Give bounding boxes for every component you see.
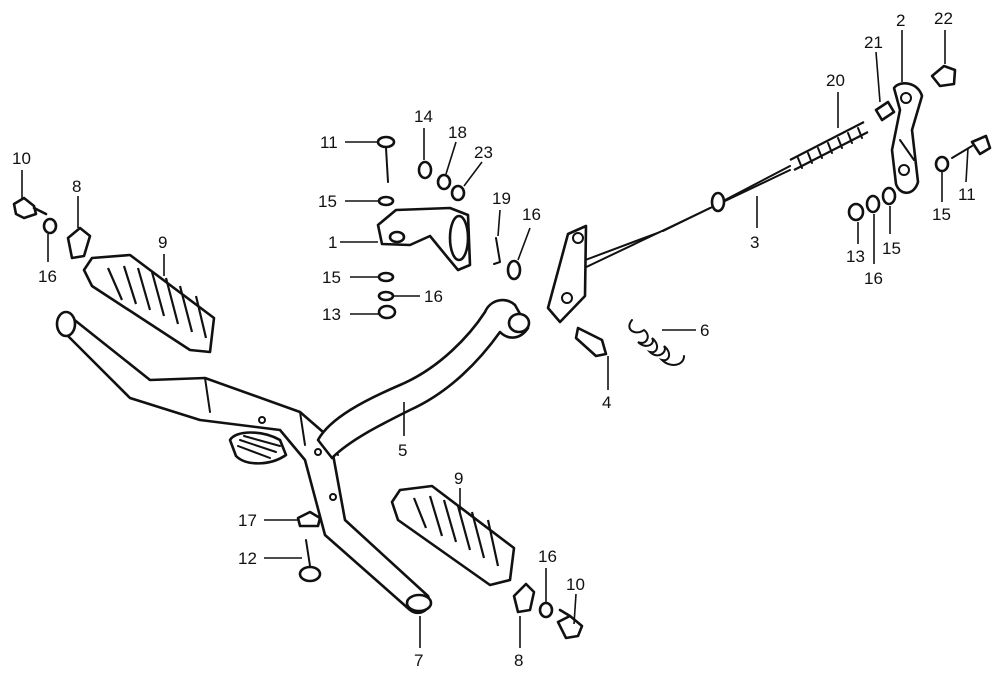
nut-13-center: [377, 304, 397, 320]
washer-15-lower: [377, 271, 395, 283]
callout-15-far-right: 15: [932, 205, 951, 224]
brake-pedal-arm: [228, 298, 531, 465]
washer-16-upper-mid: [506, 259, 522, 281]
washer-16-center: [377, 290, 395, 302]
callout-labels: 10 8 16 9 11 14 18 23 15 1 19 16 15 16 1…: [12, 9, 976, 670]
callout-6: 6: [700, 321, 709, 340]
bolt-12: [298, 539, 322, 583]
washer-16-left: [42, 217, 58, 235]
callout-5: 5: [398, 441, 407, 460]
callout-22: 22: [934, 9, 953, 28]
bolt-11-left: [376, 135, 396, 183]
washer-23: [450, 184, 466, 202]
callout-16-bottom: 16: [538, 547, 557, 566]
callout-18: 18: [448, 123, 467, 142]
plate-8-right: [512, 582, 536, 614]
callout-16-center: 16: [424, 287, 443, 306]
washer-15-far-right: [934, 155, 950, 173]
bolt-10-left: [12, 196, 48, 220]
nut-17: [296, 510, 322, 528]
callout-15-lower: 15: [322, 268, 341, 287]
callout-12: 12: [238, 549, 257, 568]
bracket-part-1: [376, 206, 472, 272]
washer-15-upper: [377, 195, 395, 207]
callout-23: 23: [474, 143, 493, 162]
callout-4: 4: [602, 393, 611, 412]
washer-15-right: [881, 186, 897, 206]
callout-15-upper: 15: [318, 192, 337, 211]
pin-4: [574, 326, 608, 358]
callout-9-right: 9: [454, 469, 463, 488]
callout-8-left: 8: [72, 177, 81, 196]
washer-16-right-upper: [865, 194, 881, 214]
nut-13-right: [847, 202, 865, 222]
callout-16-right: 16: [864, 269, 883, 288]
callout-14: 14: [414, 107, 433, 126]
washer-16-right: [538, 601, 554, 619]
callout-8-bottom: 8: [514, 651, 523, 670]
callout-7: 7: [414, 651, 423, 670]
callout-15-right: 15: [882, 239, 901, 258]
callout-16-mid: 16: [522, 205, 541, 224]
fitting-22: [930, 64, 957, 88]
callout-2: 2: [896, 11, 905, 30]
callout-11-right: 11: [958, 185, 976, 204]
brake-rod: [579, 165, 791, 271]
footrest-rubber-left: [82, 253, 216, 354]
callout-13-right: 13: [846, 247, 865, 266]
callout-11-left: 11: [320, 133, 338, 152]
bolt-11-right: [951, 134, 992, 159]
return-spring-6: [628, 319, 685, 366]
washer-18: [436, 173, 452, 191]
callout-1: 1: [328, 233, 337, 252]
callout-3: 3: [750, 233, 759, 252]
callout-17: 17: [238, 511, 257, 530]
nut-14: [417, 160, 433, 180]
adjusting-nut-spring-20: [789, 121, 869, 171]
callout-13-center: 13: [322, 305, 341, 324]
callout-21: 21: [864, 33, 883, 52]
callout-10-bottom: 10: [566, 575, 585, 594]
block-21: [874, 100, 896, 122]
bolt-10-right: [556, 608, 584, 640]
callout-20: 20: [826, 71, 845, 90]
cotter-pin-19: [493, 237, 501, 265]
leader-lines: [21, 30, 969, 648]
callout-19: 19: [492, 189, 511, 208]
clevis-bracket: [546, 224, 588, 324]
brake-arm-part-2: [890, 82, 924, 195]
callout-10-left: 10: [12, 149, 31, 168]
footrest-rubber-right: [390, 484, 516, 587]
plate-8-left: [66, 226, 92, 260]
callout-9-left: 9: [158, 233, 167, 252]
callout-16-left: 16: [38, 267, 57, 286]
